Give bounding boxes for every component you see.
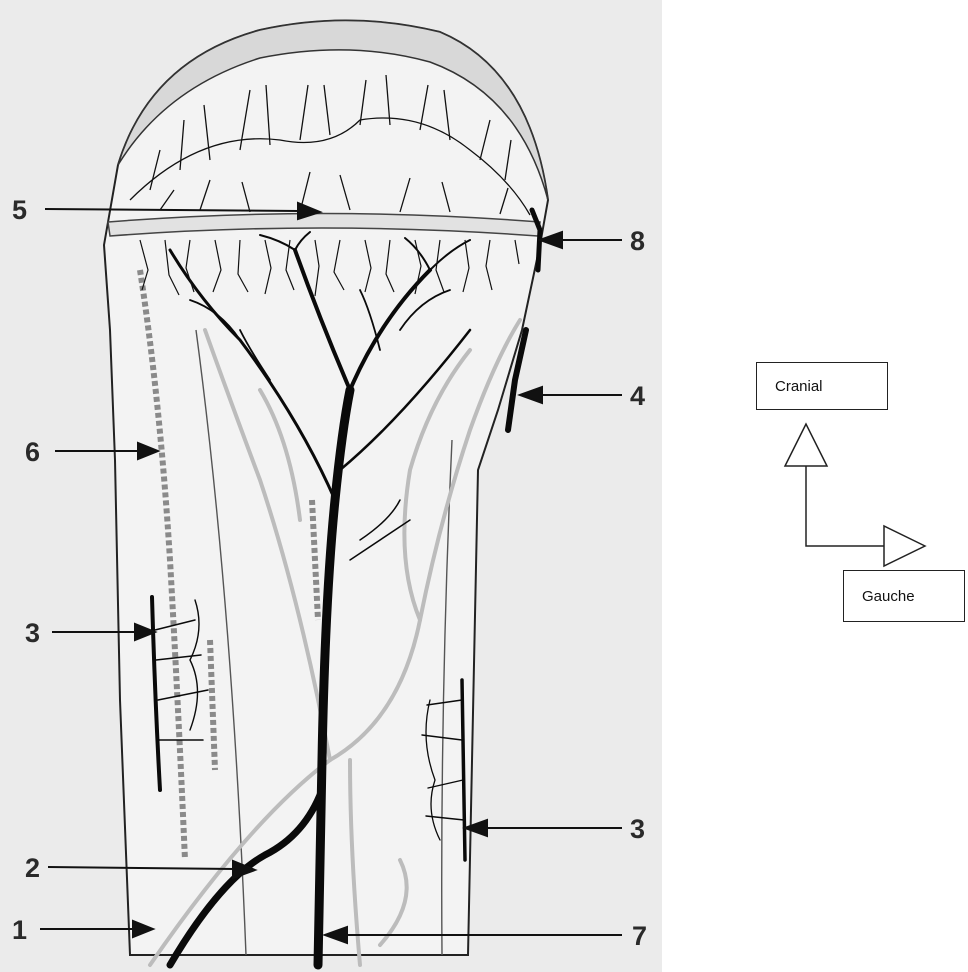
cranial-label: Cranial (756, 362, 888, 410)
label-2: 2 (25, 853, 40, 883)
cranial-arrowhead-icon (785, 424, 827, 466)
left-side-label: Gauche (843, 570, 965, 622)
label-5: 5 (12, 195, 27, 225)
label-8: 8 (630, 226, 645, 256)
label-7: 7 (632, 921, 647, 951)
label-3-right: 3 (630, 814, 645, 844)
orientation-indicator (785, 424, 925, 566)
label-1: 1 (12, 915, 27, 945)
label-3-left: 3 (25, 618, 40, 648)
label-4: 4 (630, 381, 645, 411)
orientation-axes (806, 465, 884, 546)
label-6: 6 (25, 437, 40, 467)
left-arrowhead-icon (884, 526, 925, 566)
